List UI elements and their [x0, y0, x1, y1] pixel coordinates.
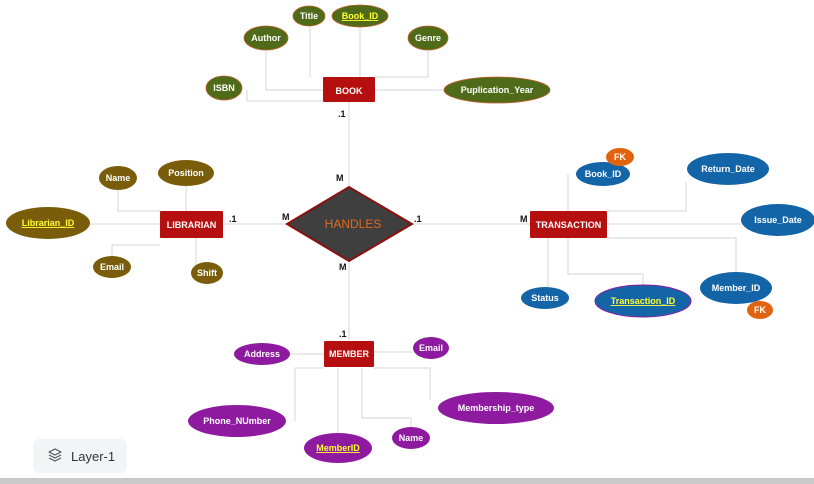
- entity-transaction-label: TRANSACTION: [536, 220, 602, 230]
- attr-transaction-id[interactable]: Transaction_ID: [594, 284, 692, 318]
- attr-book-title[interactable]: Title: [292, 5, 326, 27]
- svg-text:Membership_type: Membership_type: [458, 403, 535, 413]
- connector-lines: [90, 22, 741, 433]
- attr-member-phone-number[interactable]: Phone_NUmber: [188, 405, 286, 437]
- svg-text:Phone_NUmber: Phone_NUmber: [203, 416, 271, 426]
- svg-text:Member_ID: Member_ID: [712, 283, 761, 293]
- svg-text:Author: Author: [251, 33, 281, 43]
- attr-transaction-issue-date[interactable]: Issue_Date: [741, 204, 814, 236]
- svg-text:MemberID: MemberID: [316, 443, 360, 453]
- attr-member-email[interactable]: Email: [413, 337, 449, 359]
- attr-book-isbn[interactable]: ISBN: [205, 75, 243, 101]
- fk-badge-book: FK: [606, 148, 634, 166]
- horizontal-scrollbar[interactable]: [0, 478, 814, 484]
- svg-text:Name: Name: [399, 433, 424, 443]
- svg-text:FK: FK: [754, 305, 766, 315]
- attr-member-membership-type[interactable]: Membership_type: [438, 392, 554, 424]
- transaction-many-label: M: [520, 214, 528, 224]
- layer-label: Layer-1: [71, 448, 116, 464]
- svg-text:Issue_Date: Issue_Date: [754, 215, 802, 225]
- attr-member-id[interactable]: MemberID: [304, 433, 372, 463]
- svg-text:Book_ID: Book_ID: [585, 169, 622, 179]
- attr-transaction-book-id[interactable]: Book_ID: [576, 162, 630, 186]
- relationship-label: HANDLES: [325, 217, 382, 231]
- entity-librarian[interactable]: LIBRARIAN: [160, 211, 223, 238]
- book-one-label: .1: [338, 109, 346, 119]
- entity-transaction[interactable]: TRANSACTION: [530, 211, 607, 238]
- attr-transaction-return-date[interactable]: Return_Date: [687, 153, 769, 185]
- attr-librarian-id[interactable]: Librarian_ID: [6, 207, 90, 239]
- svg-text:Position: Position: [168, 168, 204, 178]
- relationship-handles[interactable]: HANDLES: [285, 185, 414, 263]
- svg-text:Genre: Genre: [415, 33, 441, 43]
- transaction-one-label: .1: [414, 214, 422, 224]
- attr-book-genre[interactable]: Genre: [407, 25, 449, 51]
- attr-transaction-member-id[interactable]: Member_ID: [700, 272, 772, 304]
- layers-icon: [47, 447, 63, 466]
- librarian-one-label: .1: [229, 214, 237, 224]
- attr-member-address[interactable]: Address: [234, 343, 290, 365]
- svg-text:Name: Name: [106, 173, 131, 183]
- entity-member[interactable]: MEMBER: [324, 341, 374, 367]
- svg-text:Email: Email: [419, 343, 443, 353]
- attr-book-author[interactable]: Author: [243, 25, 289, 51]
- attr-member-name[interactable]: Name: [392, 427, 430, 449]
- svg-text:Address: Address: [244, 349, 280, 359]
- attr-transaction-status[interactable]: Status: [521, 287, 569, 309]
- svg-text:FK: FK: [614, 152, 626, 162]
- attr-book-publication-year[interactable]: Puplication_Year: [443, 76, 551, 104]
- attr-librarian-email[interactable]: Email: [93, 256, 131, 278]
- attr-librarian-shift[interactable]: Shift: [191, 262, 223, 284]
- fk-badge-member: FK: [747, 301, 773, 319]
- member-attributes: Address Email Phone_NUmber MemberID Name…: [188, 337, 554, 463]
- entity-member-label: MEMBER: [329, 349, 369, 359]
- attr-librarian-name[interactable]: Name: [99, 166, 137, 190]
- svg-text:Return_Date: Return_Date: [701, 164, 755, 174]
- book-attributes: Title Book_ID Author Genre ISBN Puplicat…: [205, 4, 551, 104]
- svg-text:Shift: Shift: [197, 268, 217, 278]
- book-many-label: M: [336, 173, 344, 183]
- svg-text:Book_ID: Book_ID: [342, 11, 379, 21]
- svg-text:Transaction_ID: Transaction_ID: [611, 296, 676, 306]
- svg-text:Librarian_ID: Librarian_ID: [22, 218, 75, 228]
- svg-text:Status: Status: [531, 293, 559, 303]
- member-many-label: M: [339, 262, 347, 272]
- transaction-attributes: Book_ID FK Return_Date Issue_Date Status…: [521, 148, 814, 319]
- layer-button[interactable]: Layer-1: [33, 439, 127, 473]
- svg-text:Email: Email: [100, 262, 124, 272]
- entity-book[interactable]: BOOK: [323, 77, 375, 102]
- attr-book-id[interactable]: Book_ID: [331, 4, 389, 28]
- svg-text:Title: Title: [300, 11, 318, 21]
- svg-text:Puplication_Year: Puplication_Year: [461, 85, 534, 95]
- librarian-many-label: M: [282, 212, 290, 222]
- entity-librarian-label: LIBRARIAN: [167, 220, 217, 230]
- entity-book-label: BOOK: [336, 86, 364, 96]
- member-one-label: .1: [339, 329, 347, 339]
- attr-librarian-position[interactable]: Position: [158, 160, 214, 186]
- cardinality-labels: .1 M .1 M .1 M M .1: [229, 109, 528, 339]
- librarian-attributes: Name Position Librarian_ID Email Shift: [6, 160, 223, 284]
- svg-text:ISBN: ISBN: [213, 83, 235, 93]
